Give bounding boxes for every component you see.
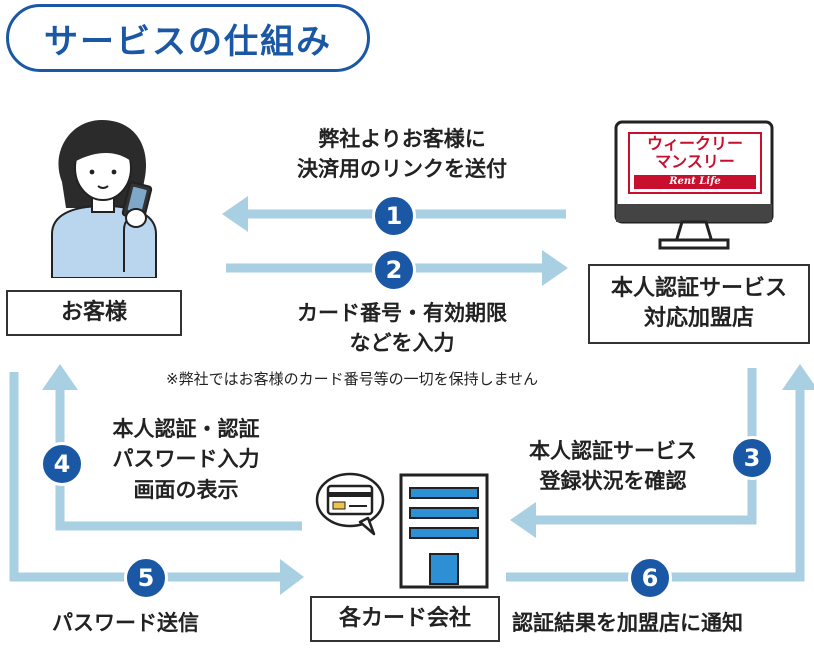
customer-label: お客様 [60,300,127,326]
logo-line2: マンスリー [655,152,735,171]
customer-person-icon [51,120,157,278]
step3-line2: 登録状況を確認 [539,469,687,494]
step4-line2: パスワード入力 [112,447,260,472]
step2-line2: などを入力 [349,331,455,356]
step1-badge: 1 [372,194,416,238]
arrow-step5 [9,372,286,582]
step3-label: 本人認証サービス 登録状況を確認 [500,436,726,497]
diagram-title: サービスの仕組み [6,4,370,72]
logo-line1: ウィークリー [646,134,743,153]
card-company-label: 各カード会社 [338,606,471,632]
step3-badge: 3 [730,436,774,480]
merchant-label-line1: 本人認証サービス [610,276,787,302]
arrowhead-step3 [510,502,536,538]
step2-note: ※弊社ではお客様のカード番号等の一切を保持しません [166,370,539,388]
step1-label: 弊社よりお客様に 決済用のリンクを送付 [262,124,542,185]
credit-card-bubble-icon [315,472,385,536]
step2-line1: カード番号・有効期限 [297,301,507,325]
arrowhead-step1 [222,196,248,232]
arrowhead-step2 [542,250,568,286]
building-icon [399,473,489,589]
step5-badge: 5 [124,556,168,600]
step3-line1: 本人認証サービス [529,439,697,463]
arrowhead-step6 [782,364,814,390]
merchant-box: 本人認証サービス 対応加盟店 [588,264,810,344]
customer-box: お客様 [6,290,182,336]
card-company-box: 各カード会社 [310,596,500,642]
logo-line3: Rent Life [634,175,756,189]
step4-line1: 本人認証・認証 [112,417,260,441]
merchant-label-line2: 対応加盟店 [643,306,754,331]
arrow-step3 [532,368,757,525]
step6-badge: 6 [628,556,672,600]
step4-badge: 4 [40,442,84,486]
arrowhead-step4 [42,364,78,390]
step2-label: カード番号・有効期限 などを入力 [232,298,572,359]
step6-label: 認証結果を加盟店に通知 [512,611,743,635]
step4-line3: 画面の表示 [133,477,239,502]
arrow-step4 [55,386,302,531]
step1-line2: 決済用のリンクを送付 [297,157,507,182]
step5-label: パスワード送信 [52,611,199,635]
step1-line1: 弊社よりお客様に [318,127,486,151]
arrow-step6 [506,386,805,582]
rentlife-logo: ウィークリー マンスリー Rent Life [628,132,762,194]
arrowhead-step5 [280,559,304,595]
step4-label: 本人認証・認証 パスワード入力 画面の表示 [80,414,292,505]
step2-badge: 2 [372,248,416,292]
